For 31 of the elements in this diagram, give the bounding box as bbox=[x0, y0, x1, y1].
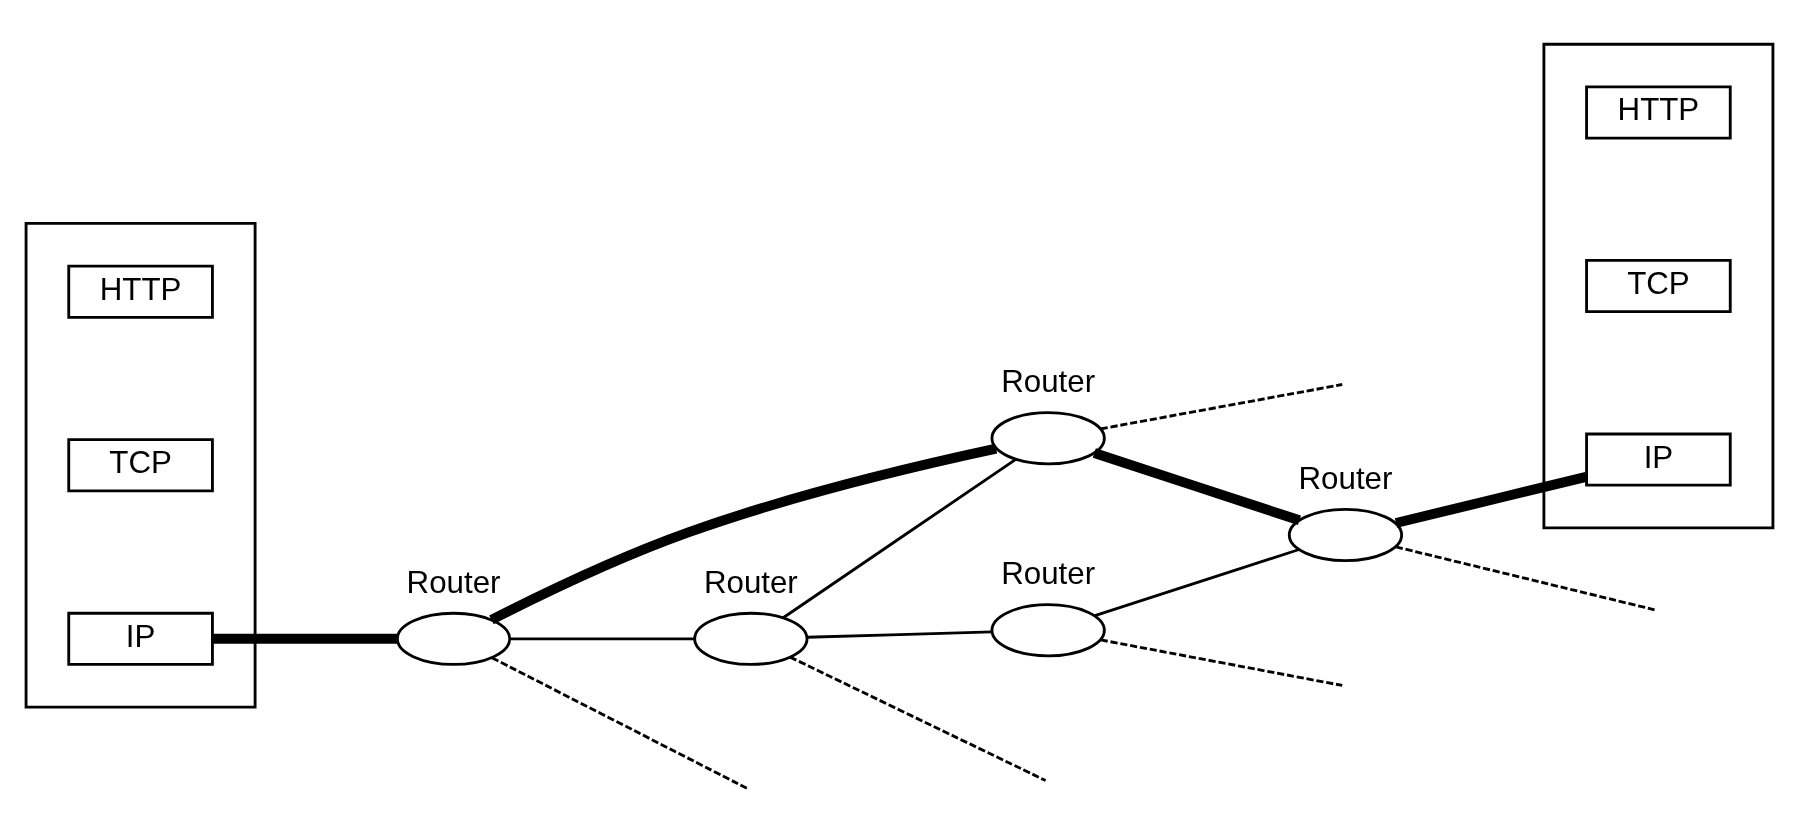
node-label: Router bbox=[406, 564, 500, 600]
connector bbox=[1094, 548, 1300, 617]
node-ellipse bbox=[692, 611, 808, 666]
connector bbox=[1100, 638, 1342, 687]
node-box: IP bbox=[66, 611, 214, 666]
node-ellipse bbox=[990, 411, 1106, 466]
connector bbox=[789, 655, 1046, 782]
node-ellipse bbox=[1287, 507, 1403, 562]
connector bbox=[1394, 471, 1587, 528]
node-label: Router bbox=[1000, 364, 1095, 400]
connector bbox=[491, 656, 749, 791]
connector bbox=[806, 630, 992, 639]
connector bbox=[1395, 545, 1655, 612]
node-label: Router bbox=[1000, 556, 1095, 592]
cluster bbox=[24, 222, 257, 709]
node-ellipse bbox=[395, 611, 511, 666]
node-label: Router bbox=[1298, 460, 1392, 496]
node-box: IP bbox=[1584, 432, 1732, 487]
connector bbox=[781, 458, 1017, 619]
node-ellipse bbox=[990, 603, 1106, 658]
node-label: Router bbox=[703, 564, 798, 600]
connector bbox=[509, 637, 694, 641]
node-box: HTTP bbox=[66, 264, 214, 319]
connector bbox=[1100, 383, 1342, 431]
connector bbox=[1092, 448, 1301, 526]
node-box: TCP bbox=[66, 438, 214, 493]
connector bbox=[488, 443, 997, 625]
node-box: TCP bbox=[1584, 259, 1732, 314]
connector bbox=[212, 633, 397, 644]
cluster bbox=[1541, 42, 1774, 530]
node-box: HTTP bbox=[1584, 85, 1732, 140]
